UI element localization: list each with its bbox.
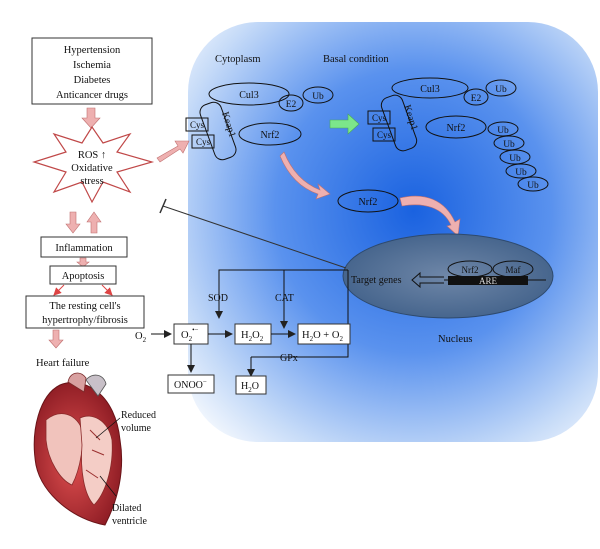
apoptosis-box <box>49 265 117 285</box>
apoptosis-arrow-right <box>101 284 113 296</box>
hypertrophy-line1: The resting cell's <box>49 301 120 312</box>
cul3-label-left: Cul3 <box>239 90 258 101</box>
water-box <box>235 375 267 395</box>
cys-label-left-1: Cys <box>190 120 205 130</box>
inflammation-box <box>40 236 128 258</box>
nrf2-label-right: Nrf2 <box>447 123 466 134</box>
are-to-target-genes-arrow <box>411 271 444 289</box>
apoptosis-arrow-left <box>53 284 65 296</box>
sod-label: SOD <box>208 293 228 304</box>
ub-label-right: Ub <box>495 85 507 95</box>
hypertrophy-line2: hypertrophy/fibrosis <box>42 315 128 326</box>
water-label: H2O <box>241 381 259 394</box>
target-genes-label: Target genes <box>351 275 402 286</box>
inflammation-to-apoptosis-arrow <box>76 257 90 268</box>
ub-chain-2: Ub <box>503 140 515 150</box>
ub-chain-4: Ub <box>515 168 527 178</box>
h2o2-label: H2O2 <box>241 330 264 343</box>
oxidative-label: Oxidative <box>71 163 113 174</box>
sod-branch <box>215 269 348 319</box>
heart-failure-label: Heart failure <box>36 358 90 369</box>
hypertrophy-to-failure-arrow <box>48 329 64 349</box>
target-gene-bus <box>251 280 349 358</box>
maf-label: Maf <box>506 265 521 275</box>
gpx-label: GPx <box>280 353 298 364</box>
o2-label: O2 <box>135 331 147 344</box>
cul3-label-right: Cul3 <box>420 84 439 95</box>
ros-label: ROS ↑ <box>78 150 106 161</box>
risk-factor-0: Hypertension <box>64 45 121 56</box>
ros-starburst: ROS ↑ Oxidative stress <box>31 125 155 204</box>
apoptosis-label: Apoptosis <box>62 271 105 282</box>
water-oxygen-label: H2O + O2 <box>302 330 343 343</box>
cys-label-right-1: Cys <box>372 113 387 123</box>
ub-label-left: Ub <box>312 92 324 102</box>
ub-chain-5: Ub <box>527 181 539 191</box>
dilated-label: Dilated <box>112 503 141 514</box>
cat-label: CAT <box>275 293 294 304</box>
risk-factor-3: Anticancer drugs <box>56 90 128 101</box>
stress-label: stress <box>80 176 103 187</box>
hypertrophy-box <box>25 295 145 329</box>
e2-label-right: E2 <box>471 94 482 104</box>
are-element <box>448 276 528 285</box>
cys-label-right-2: Cys <box>377 130 392 140</box>
e2-label-left: E2 <box>286 100 297 110</box>
peroxynitrite-label: ONOO− <box>174 378 207 391</box>
inhibition-line <box>162 205 347 269</box>
stress-to-basal-arrow <box>329 113 360 135</box>
reduced-volume-pointer <box>95 417 121 439</box>
superoxide-label: O2•− <box>181 326 199 343</box>
dilated-ventricle-pointer <box>99 475 117 497</box>
inflammation-label: Inflammation <box>55 243 113 254</box>
nucleus-nrf2-label: Nrf2 <box>462 265 479 275</box>
are-label: ARE <box>479 276 498 286</box>
reduced-label: Reduced <box>121 410 156 421</box>
risk-factor-1: Ischemia <box>73 60 111 71</box>
nucleus-nrf2 <box>447 260 493 278</box>
ros-to-keap1-arrow <box>156 140 190 163</box>
nrf2-release-arrow <box>279 151 331 200</box>
inhibition-bar <box>159 198 167 214</box>
nucleus-label: Nucleus <box>438 334 472 345</box>
nrf2-label-left: Nrf2 <box>261 130 280 141</box>
water-oxygen-box <box>297 323 351 345</box>
heart-illustration <box>33 372 123 526</box>
basal-condition-label: Basal condition <box>323 54 389 65</box>
ub-chain-1: Ub <box>497 126 509 136</box>
ros-to-inflammation-arrow <box>65 211 81 234</box>
peroxynitrite-box <box>167 374 215 394</box>
free-nrf2-label: Nrf2 <box>359 197 378 208</box>
risk-to-ros-arrow <box>81 107 101 129</box>
ub-chain-3: Ub <box>509 154 521 164</box>
inflammation-to-ros-arrow <box>86 211 102 234</box>
cytoplasm-label: Cytoplasm <box>215 54 261 65</box>
cys-label-left-2: Cys <box>196 137 211 147</box>
free-nrf2 <box>337 189 399 213</box>
risk-factors-box: Hypertension Ischemia Diabetes Anticance… <box>31 37 153 105</box>
volume-label: volume <box>121 423 152 434</box>
ventricle-label: ventricle <box>112 516 148 527</box>
maf-protein <box>492 260 534 278</box>
risk-factor-2: Diabetes <box>74 75 111 86</box>
